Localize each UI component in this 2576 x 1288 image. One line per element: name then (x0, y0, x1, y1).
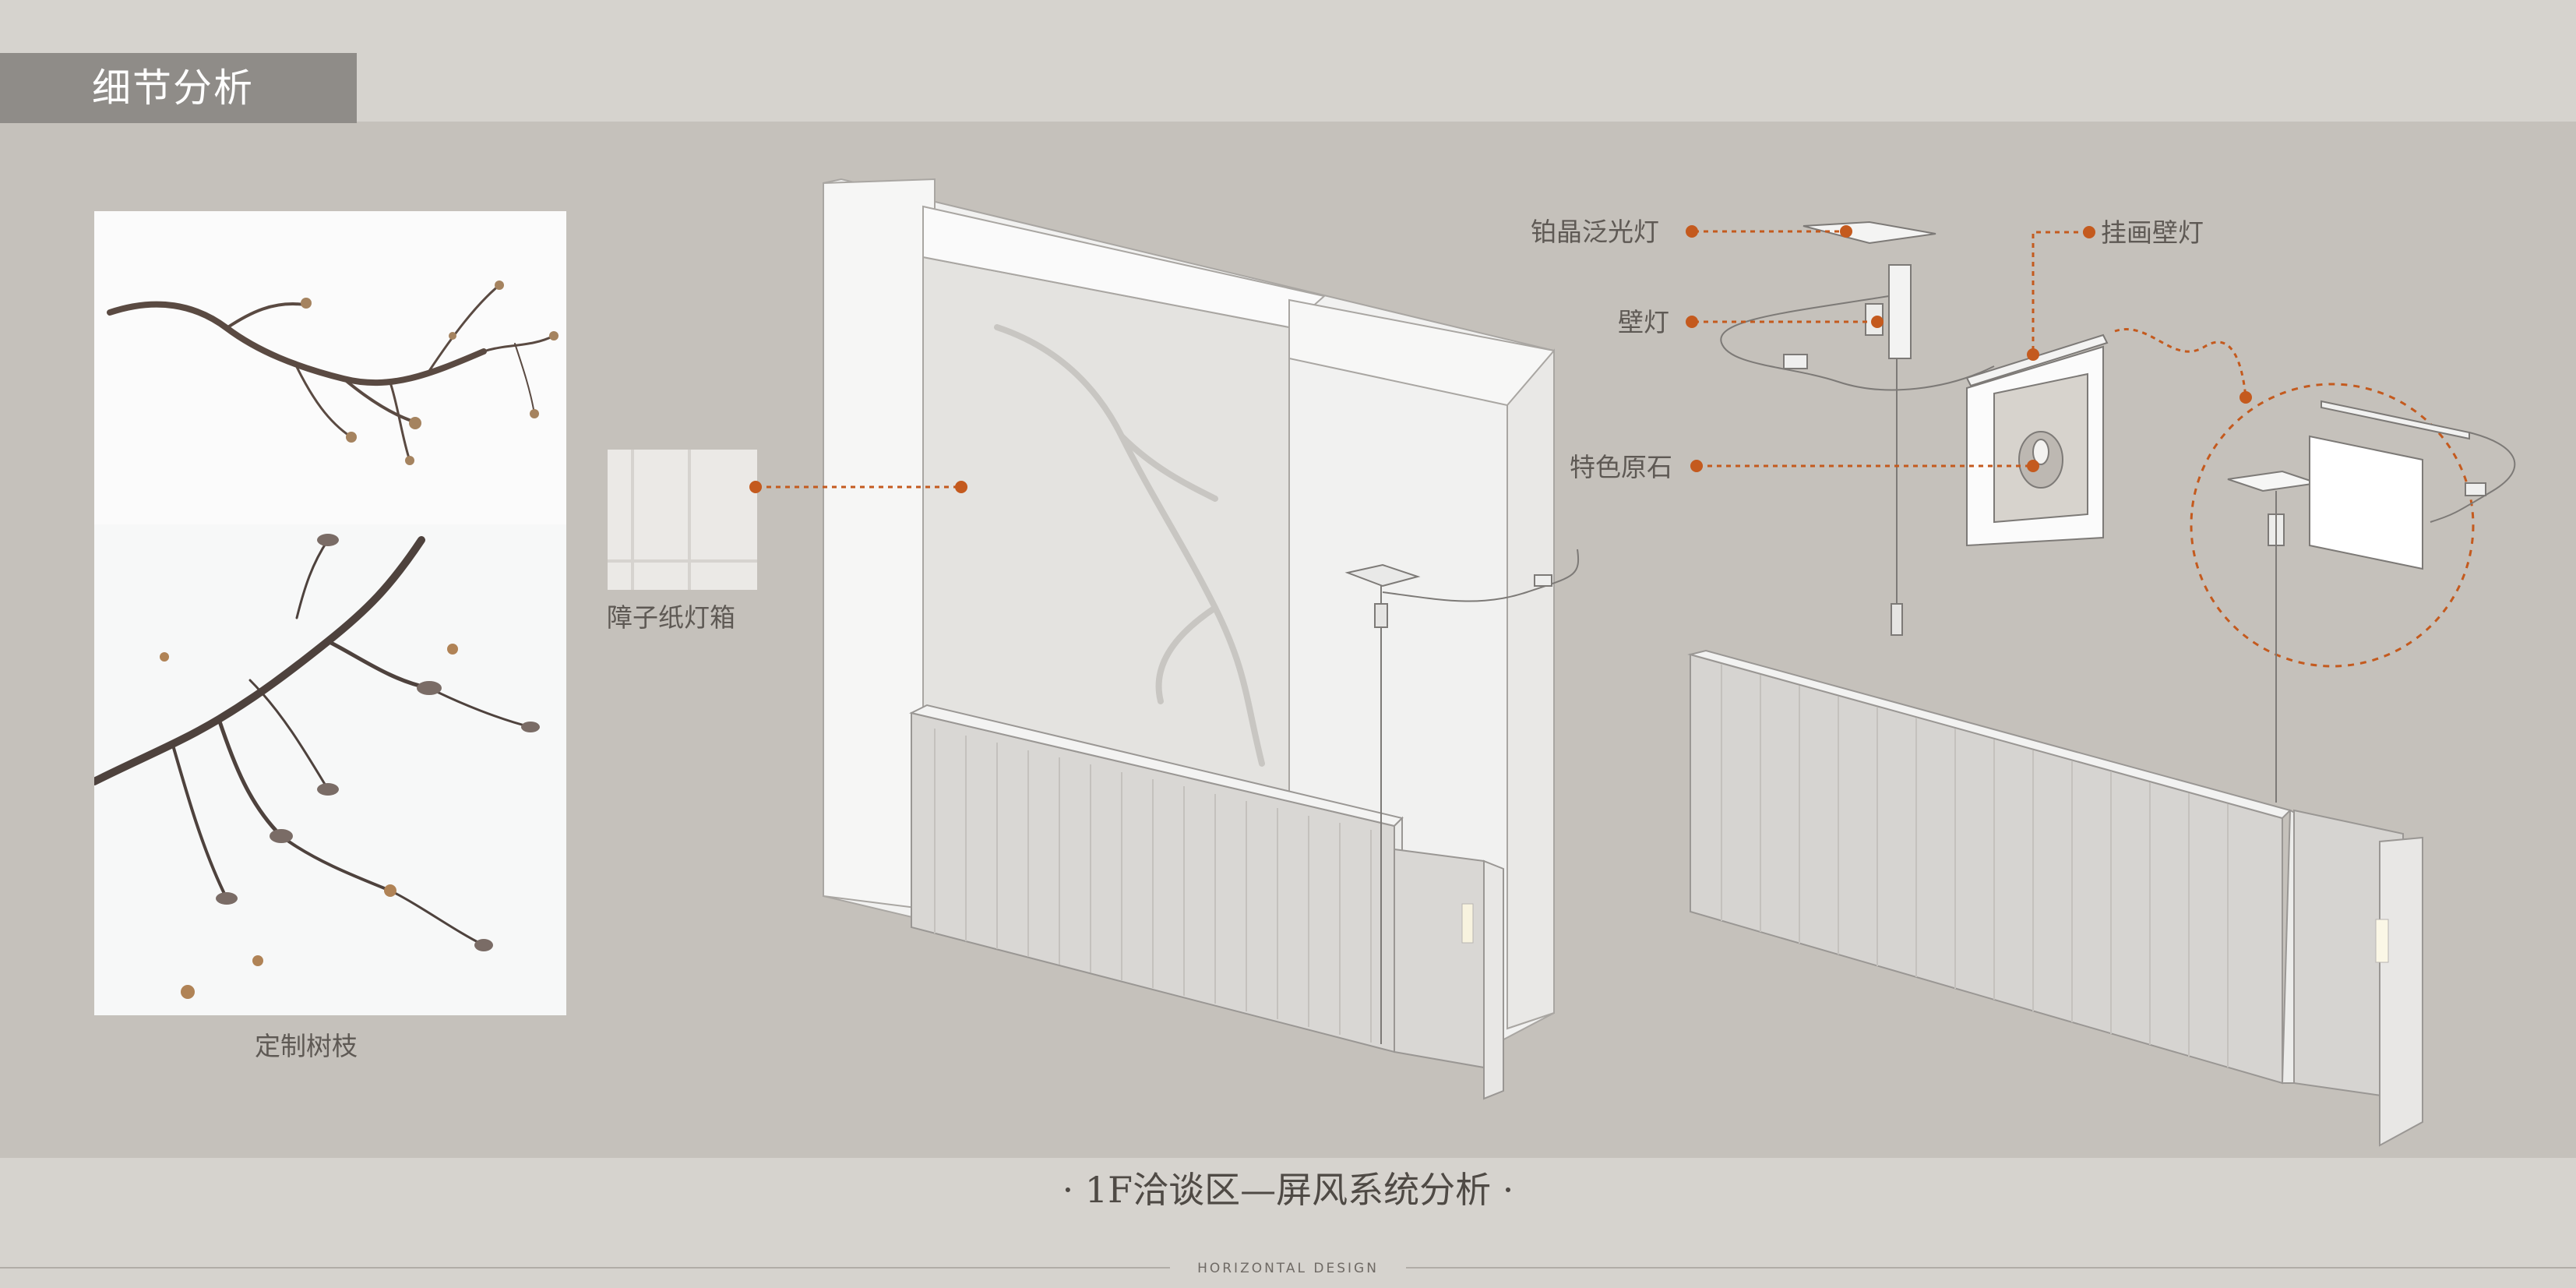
branch-caption: 定制树枝 (255, 1031, 358, 1061)
panel-light-left (1461, 903, 1474, 944)
callout-feature-stone: 特色原石 (1570, 452, 1672, 482)
callout-wall-lamp: 壁灯 (1618, 307, 1669, 337)
weave-texture-right (1721, 664, 2229, 1067)
marble-vein (994, 324, 1265, 767)
branch-photo-bottom (94, 524, 566, 1015)
callout-picture-lamp: 挂画壁灯 (2101, 217, 2204, 248)
shoji-grid (608, 450, 757, 590)
callout-leaders (757, 230, 2247, 489)
callout-dots (749, 225, 2252, 493)
magnify-circle (2190, 383, 2475, 668)
floor-lamp-left (1344, 549, 1580, 1044)
branch-photo-top (94, 211, 566, 524)
footer-brand: HORIZONTAL DESIGN (1170, 1259, 1406, 1278)
lamp-detail (1720, 221, 2109, 636)
shoji-caption: 障子纸灯箱 (607, 602, 735, 633)
section-title: 细节分析 (0, 53, 357, 123)
header-band (0, 0, 2576, 122)
footer-title: · 1F洽谈区—屏风系统分析 · (1062, 1169, 1514, 1211)
magnified-lamp (2227, 400, 2516, 803)
panel-light-right (2375, 919, 2389, 963)
weave-texture-left (934, 729, 1372, 1043)
branch-illustration (94, 534, 540, 999)
shoji-paper-swatch (608, 450, 757, 590)
branch-illustration (107, 281, 559, 465)
callout-floodlight: 铂晶泛光灯 (1531, 217, 1659, 247)
